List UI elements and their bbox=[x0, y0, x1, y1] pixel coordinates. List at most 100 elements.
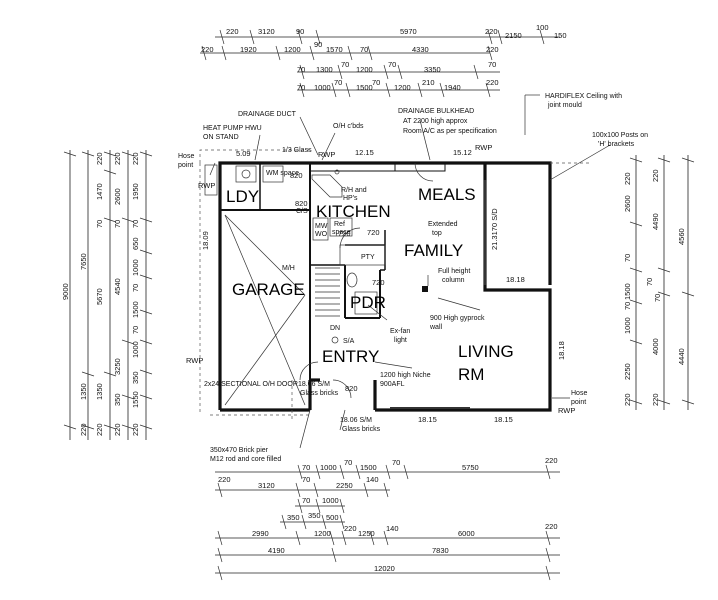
note-ref: Ref bbox=[334, 221, 345, 228]
dim-label: 70 bbox=[302, 475, 310, 484]
dim-label: 1500 bbox=[623, 283, 632, 300]
dim-label: 3120 bbox=[258, 27, 275, 36]
room-labels: LDY KITCHEN MEALS FAMILY GARAGE PDR ENTR… bbox=[226, 185, 514, 384]
dim-label: 70 bbox=[131, 326, 140, 334]
note-hardiflex: HARDIFLEX Ceiling with bbox=[545, 93, 622, 100]
dim-label: 220 bbox=[545, 456, 558, 465]
window-code: 21.3170 S/D bbox=[490, 208, 499, 250]
note-hose-2: point bbox=[178, 162, 193, 169]
door-width: 720 bbox=[367, 228, 380, 237]
window-code: 12.15 bbox=[355, 148, 374, 157]
dim-label: 3120 bbox=[258, 481, 275, 490]
rwp-label: RWP bbox=[558, 406, 575, 415]
room-pdr-label: PDR bbox=[350, 293, 386, 312]
dim-label: 220 bbox=[545, 522, 558, 531]
dim-label: 2600 bbox=[623, 195, 632, 212]
dim-label: 1940 bbox=[444, 83, 461, 92]
dim-label: 4000 bbox=[651, 338, 660, 355]
note-brick-pier: 350x470 Brick pier bbox=[210, 447, 269, 454]
dim-label: 6000 bbox=[458, 529, 475, 538]
dim-label: 70 bbox=[302, 463, 310, 472]
dim-label: 220 bbox=[651, 393, 660, 406]
dim-label: 4540 bbox=[113, 278, 122, 295]
note-sa: S/A bbox=[343, 338, 355, 345]
dim-label: 1300 bbox=[316, 65, 333, 74]
dim-label: 1470 bbox=[95, 183, 104, 200]
note-extended-top-2: top bbox=[432, 230, 442, 237]
dim-label: 1570 bbox=[326, 45, 343, 54]
note-posts-2: 'H' brackets bbox=[598, 141, 635, 148]
dim-label: 70 bbox=[297, 83, 305, 92]
dim-label: 100 bbox=[536, 23, 549, 32]
room-rm-label: RM bbox=[458, 365, 484, 384]
top-dimensions: 220 3120 90 5970 220 2150 100 150 220 19… bbox=[200, 23, 567, 98]
note-glass: 1/3 Glass bbox=[282, 147, 312, 154]
dim-label: 70 bbox=[131, 220, 140, 228]
note-dn: DN bbox=[330, 325, 340, 332]
room-entry-label: ENTRY bbox=[322, 347, 379, 366]
dim-label: 220 bbox=[79, 423, 88, 436]
dim-label: 1550 bbox=[131, 391, 140, 408]
window-code: 18.15 bbox=[418, 415, 437, 424]
note-rh-hps: R/H and bbox=[341, 187, 367, 194]
dim-label: 4330 bbox=[412, 45, 429, 54]
dim-label: 70 bbox=[131, 284, 140, 292]
dim-label: 1350 bbox=[95, 383, 104, 400]
room-kitchen-label: KITCHEN bbox=[316, 202, 391, 221]
dim-label: 70 bbox=[488, 60, 496, 69]
dim-label: 220 bbox=[95, 423, 104, 436]
dim-label: 70 bbox=[297, 65, 305, 74]
dim-label: 220 bbox=[218, 475, 231, 484]
room-ldy-label: LDY bbox=[226, 187, 259, 206]
dim-label: 2990 bbox=[252, 529, 269, 538]
dim-label: 1000 bbox=[320, 463, 337, 472]
room-family-label: FAMILY bbox=[404, 241, 463, 260]
dim-label: 70 bbox=[341, 60, 349, 69]
note-full-height-2: column bbox=[442, 277, 465, 284]
dim-label: 7830 bbox=[432, 546, 449, 555]
dim-label: 70 bbox=[344, 458, 352, 467]
note-gyprock: 900 High gyprock bbox=[430, 315, 485, 322]
dim-label: 1950 bbox=[131, 183, 140, 200]
note-cs: C/S bbox=[296, 208, 308, 215]
bottom-dimensions: 70 1000 70 1500 70 5750 220 220 3120 70 … bbox=[215, 456, 560, 581]
note-extended-top: Extended bbox=[428, 221, 458, 228]
note-hose-2: point bbox=[571, 399, 586, 406]
dim-label: 70 bbox=[392, 458, 400, 467]
window-code: 15.12 bbox=[453, 148, 472, 157]
note-exfan-2: light bbox=[394, 337, 407, 344]
dim-label: 5670 bbox=[95, 288, 104, 305]
note-sectional-door: 2x24 SECTIONAL O/H DOOR bbox=[204, 381, 298, 388]
left-dimensions: 9000 7650 1350 220 220 1470 70 5670 1350… bbox=[61, 150, 153, 440]
fixtures bbox=[199, 94, 611, 449]
dim-label: 350 bbox=[131, 371, 140, 384]
dim-label: 70 bbox=[334, 78, 342, 87]
dim-label: 220 bbox=[131, 423, 140, 436]
dim-label: 70 bbox=[623, 254, 632, 262]
dim-label: 1200 bbox=[284, 45, 301, 54]
door-width: 820 bbox=[290, 171, 303, 180]
rwp-label: RWP bbox=[475, 143, 492, 152]
note-drainage-bulkhead: DRAINAGE BULKHEAD bbox=[398, 108, 474, 115]
dim-label: 90 bbox=[314, 40, 322, 49]
note-gyprock-2: wall bbox=[429, 324, 443, 331]
dim-label: 220 bbox=[226, 27, 239, 36]
room-living-label: LIVING bbox=[458, 342, 514, 361]
right-dimensions: 220 2600 70 1500 70 1000 2250 220 220 44… bbox=[623, 155, 695, 410]
dim-label: 220 bbox=[623, 172, 632, 185]
dim-label: 1200 bbox=[314, 529, 331, 538]
dim-label: 1000 bbox=[623, 317, 632, 334]
dim-label: 2250 bbox=[336, 481, 353, 490]
window-code: 18.09 bbox=[201, 231, 210, 250]
dim-label: 220 bbox=[131, 152, 140, 165]
note-heat-pump-2: ON STAND bbox=[203, 134, 239, 141]
rwp-label: RWP bbox=[318, 150, 335, 159]
dim-label: 1920 bbox=[240, 45, 257, 54]
note-posts: 100x100 Posts on bbox=[592, 132, 648, 139]
door-width: 720 bbox=[372, 278, 385, 287]
dim-label: 220 bbox=[344, 524, 357, 533]
dim-label: 150 bbox=[554, 31, 567, 40]
dim-label: 220 bbox=[95, 152, 104, 165]
dim-label: 1250 bbox=[358, 529, 375, 538]
